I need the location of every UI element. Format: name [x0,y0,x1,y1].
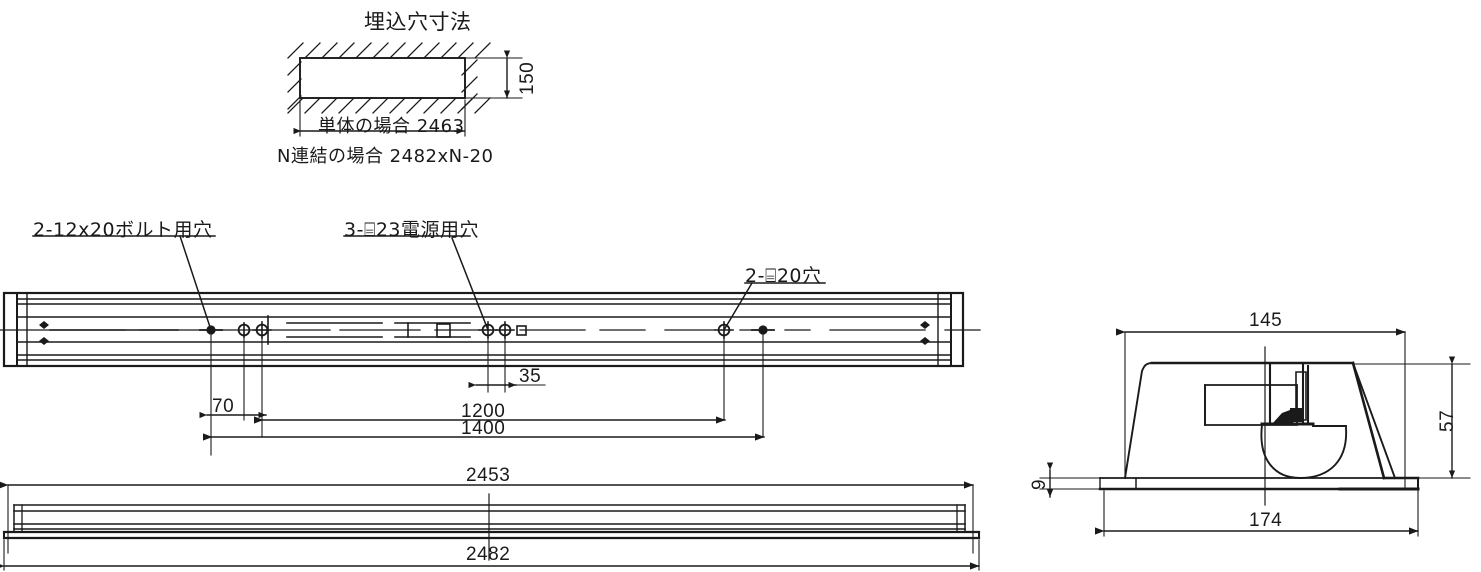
recess-detail-title: 埋込穴寸法 [364,10,472,34]
plan-internal-detail [49,315,527,345]
dim-9-label: 9 [1029,478,1050,490]
dim-150-label: 150 [517,61,538,95]
endcap-marks-right [920,321,930,345]
callout-power-holes: 3-⌸23電源用穴 [344,219,480,241]
dim-145-label: 145 [1249,310,1283,331]
recess-opening-rect [299,57,466,99]
cross-section-view [1039,328,1471,537]
recess-detail-view [287,42,523,137]
section-reflector-curve [1260,423,1347,479]
recess-multi-label: N連結の場合 2482xN-20 [277,146,494,167]
hatch-bottom [287,97,491,114]
dim-57-label: 57 [1437,409,1458,432]
dim-1200-label: 1200 [461,401,506,422]
leader-bolt-holes [32,235,216,331]
dim-70-label: 70 [212,396,235,417]
dim-35-label: 35 [519,366,542,387]
endcap-marks-left [39,321,49,345]
elevation-view [0,481,981,571]
leader-round-holes [722,281,826,332]
plan-view [0,235,981,456]
dim-1400-label: 1400 [461,418,506,439]
hatch-top [287,42,491,59]
recess-single-label: 単体の場合 2463 [318,116,465,137]
hatch-left [287,61,302,110]
dim-174-label: 174 [1249,510,1283,531]
callout-round-holes: 2-⌸20穴 [745,265,822,287]
dim-2453-label: 2453 [466,465,511,486]
section-socket-detail [1260,363,1315,426]
callout-bolt-holes: 2-12x20ボルト用穴 [33,219,213,241]
dim-2482-label: 2482 [466,544,511,565]
round-hole-b [751,325,775,335]
leader-power-holes [343,235,489,331]
